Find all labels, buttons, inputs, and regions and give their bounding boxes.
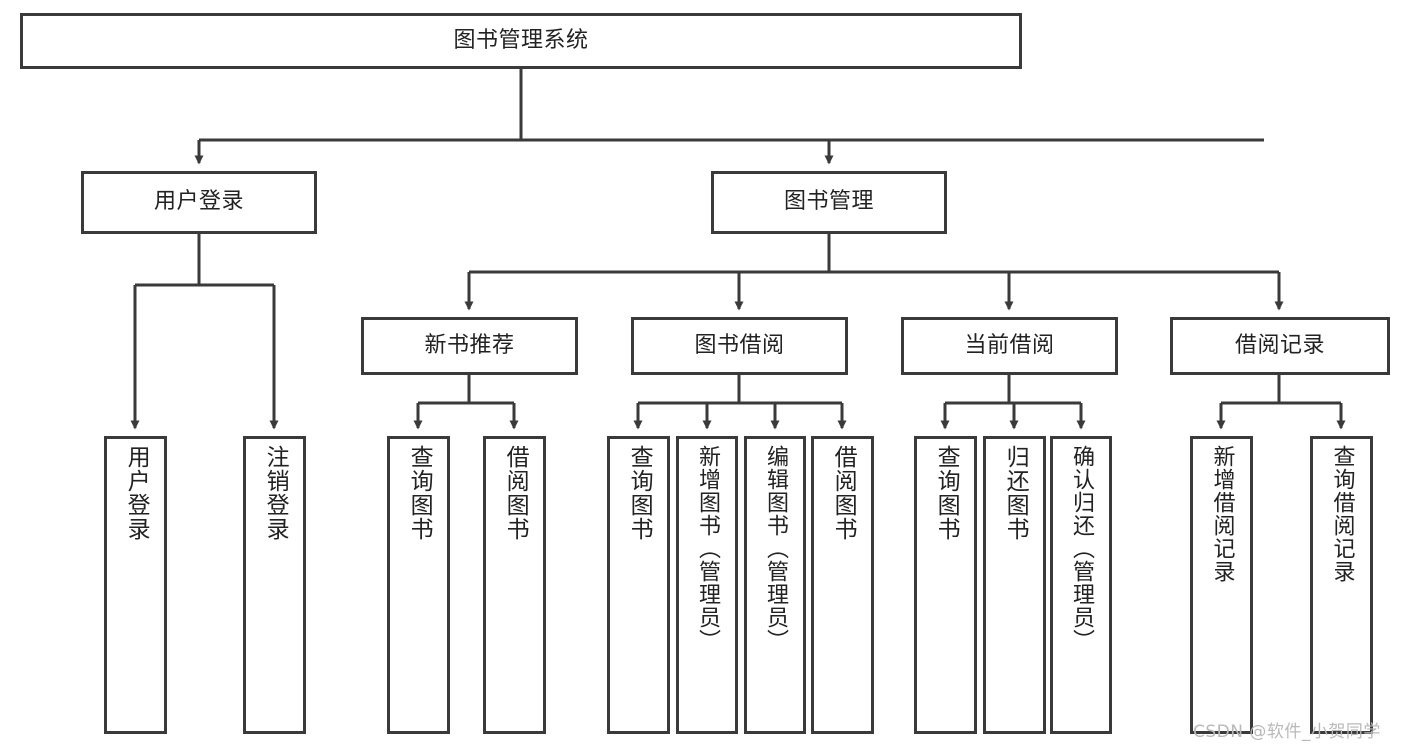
leaf-query-book-current[interactable]: 查询图书	[914, 436, 977, 734]
node-user-login-label: 用户登录	[153, 189, 244, 215]
leaf-user-login-label: 用户登录	[123, 445, 150, 541]
leaf-query-borrow-record-label: 查询借阅记录	[1329, 445, 1355, 583]
leaf-user-login[interactable]: 用户登录	[104, 436, 167, 734]
node-borrow-record[interactable]: 借阅记录	[1170, 317, 1390, 375]
leaf-edit-book-admin[interactable]: 编辑图书（管理员）	[744, 436, 806, 734]
node-book-borrow-label: 图书借阅	[694, 332, 785, 358]
node-new-book-recommend-label: 新书推荐	[424, 332, 515, 358]
node-borrow-record-label: 借阅记录	[1234, 332, 1325, 358]
leaf-add-borrow-record-label: 新增借阅记录	[1209, 445, 1235, 583]
node-current-borrow[interactable]: 当前借阅	[901, 317, 1118, 375]
leaf-add-book-admin[interactable]: 新增图书（管理员）	[676, 436, 738, 734]
node-root-label: 图书管理系统	[453, 27, 589, 53]
leaf-query-book-borrow-label: 查询图书	[626, 445, 653, 541]
leaf-logout[interactable]: 注销登录	[243, 436, 306, 734]
watermark-text: CSDN @软件_小贺同学	[1193, 722, 1381, 742]
node-current-borrow-label: 当前借阅	[964, 332, 1055, 358]
leaf-borrow-book-label: 借阅图书	[830, 445, 857, 541]
leaf-return-book[interactable]: 归还图书	[983, 436, 1046, 734]
leaf-add-book-admin-label: 新增图书（管理员）	[694, 445, 720, 652]
leaf-query-book-current-label: 查询图书	[933, 445, 960, 541]
leaf-query-book-recommend-label: 查询图书	[406, 445, 433, 541]
leaf-query-book-recommend[interactable]: 查询图书	[387, 436, 450, 734]
leaf-confirm-return-admin[interactable]: 确认归还（管理员）	[1050, 436, 1112, 734]
leaf-borrow-book[interactable]: 借阅图书	[811, 436, 874, 734]
node-new-book-recommend[interactable]: 新书推荐	[361, 317, 578, 375]
node-user-login[interactable]: 用户登录	[81, 171, 317, 234]
leaf-borrow-book-recommend-label: 借阅图书	[502, 445, 529, 541]
leaf-query-borrow-record[interactable]: 查询借阅记录	[1310, 436, 1373, 734]
leaf-logout-label: 注销登录	[262, 445, 289, 541]
node-root[interactable]: 图书管理系统	[20, 13, 1022, 69]
leaf-borrow-book-recommend[interactable]: 借阅图书	[483, 436, 546, 734]
leaf-return-book-label: 归还图书	[1002, 445, 1029, 541]
leaf-add-borrow-record[interactable]: 新增借阅记录	[1190, 436, 1253, 734]
leaf-query-book-borrow[interactable]: 查询图书	[607, 436, 670, 734]
node-book-management[interactable]: 图书管理	[711, 171, 947, 234]
leaf-edit-book-admin-label: 编辑图书（管理员）	[762, 445, 788, 652]
node-book-management-label: 图书管理	[783, 189, 874, 215]
leaf-confirm-return-admin-label: 确认归还（管理员）	[1068, 445, 1094, 652]
node-book-borrow[interactable]: 图书借阅	[631, 317, 848, 375]
